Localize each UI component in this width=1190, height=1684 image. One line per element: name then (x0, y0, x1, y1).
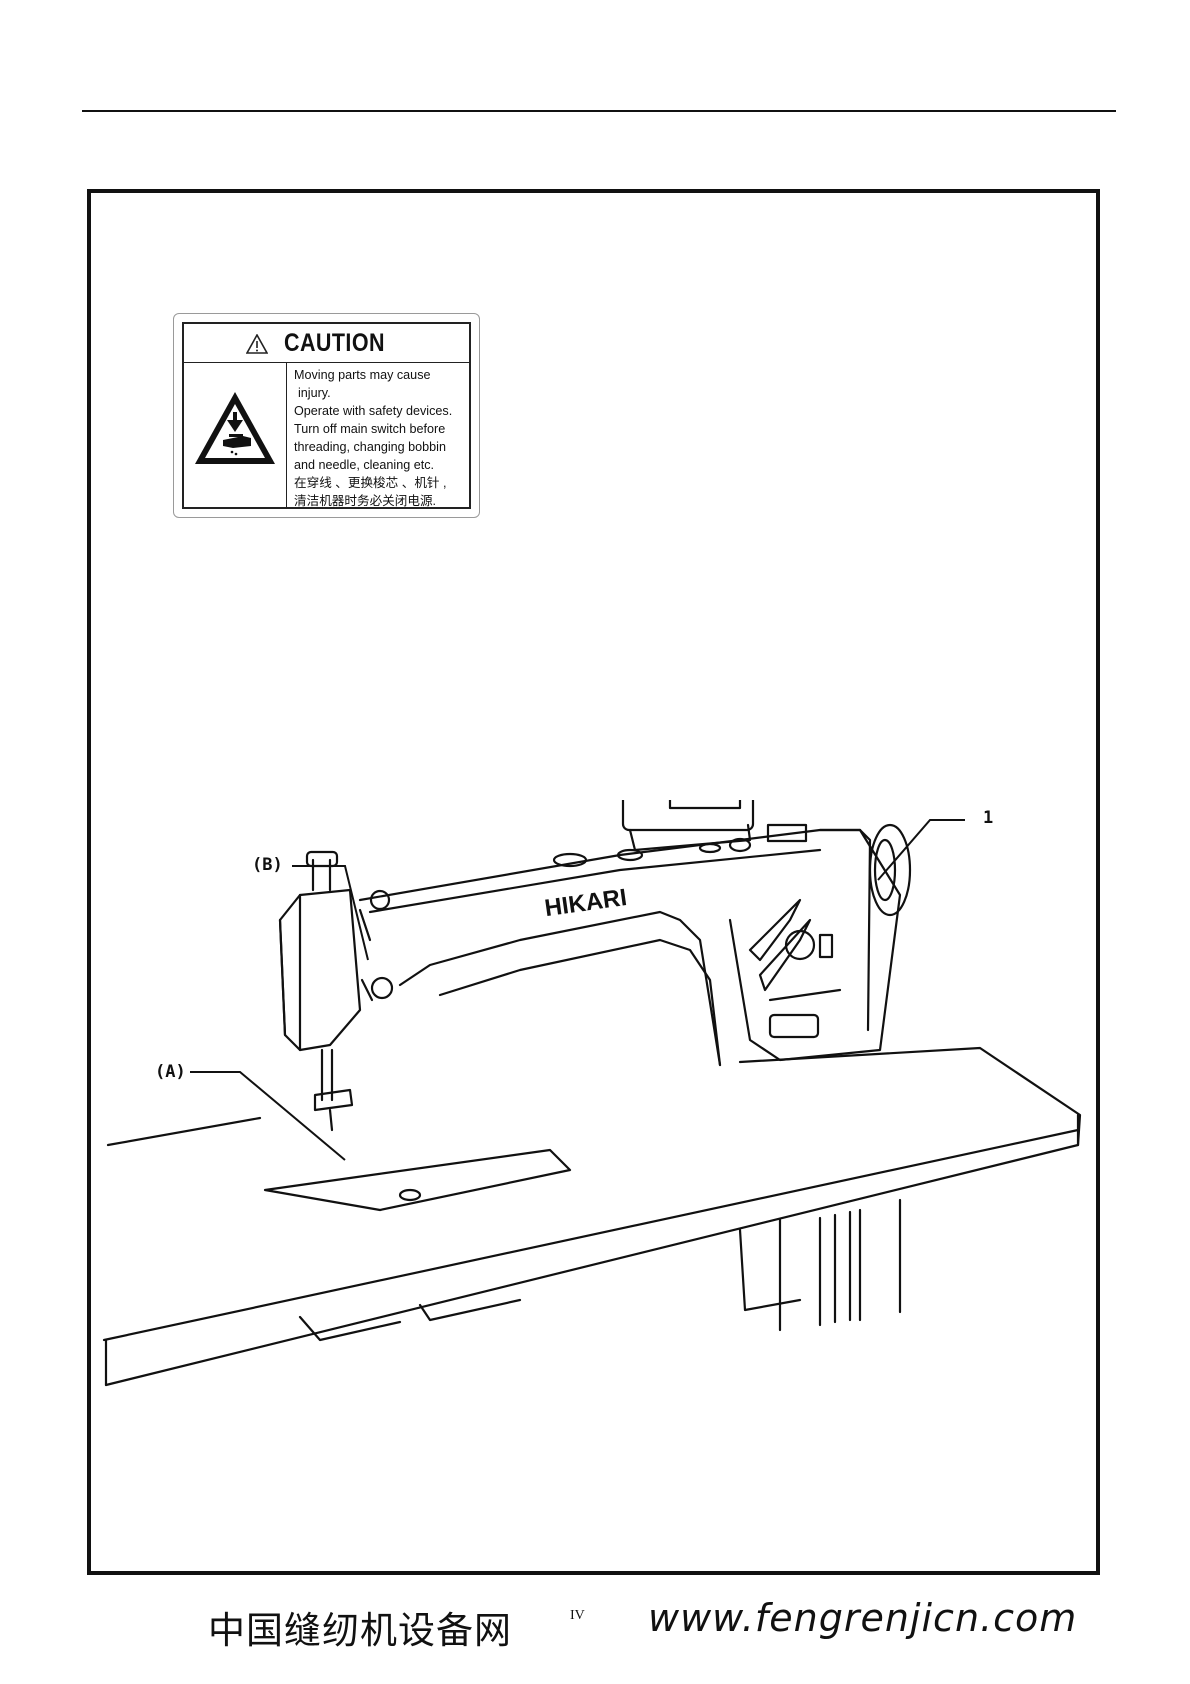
callout-label-1: 1 (983, 808, 993, 828)
footer-url: www.fengrenjicn.com (648, 1596, 1077, 1640)
page-number: IV (570, 1608, 585, 1624)
callout-label-a: (A) (155, 1062, 186, 1082)
callout-label-b: (B) (252, 855, 283, 875)
footer-site-name: 中国缝纫机设备网 (208, 1600, 512, 1654)
